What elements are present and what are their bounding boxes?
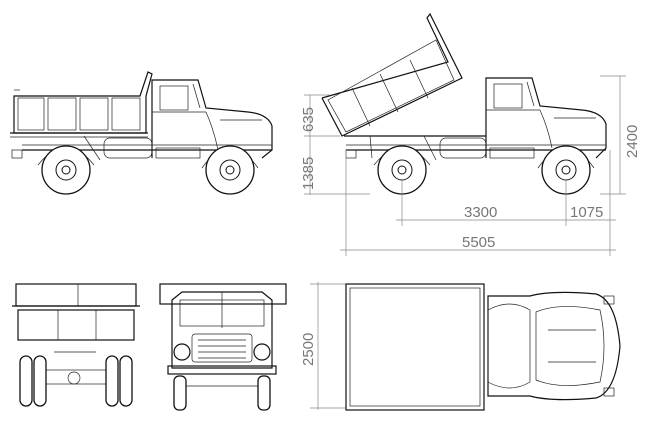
dim-tipper-height: 635 [300, 107, 317, 132]
dim-frame-height: 1385 [300, 157, 317, 190]
cab [151, 79, 273, 159]
side-view-body-lowered [10, 71, 273, 195]
dim-overall-width: 2500 [300, 333, 317, 366]
tipped-dump-body [321, 12, 463, 137]
dump-body [10, 71, 153, 138]
rear-view [12, 283, 140, 407]
side-view-body-raised: 635 1385 2400 3300 1075 5505 2500 [300, 12, 641, 410]
rear-wheel [37, 145, 95, 195]
dim-overall-length: 5505 [462, 234, 495, 251]
cab-raised-view [485, 77, 607, 159]
dimension-lines [304, 75, 626, 410]
dim-overall-height: 2400 [624, 125, 641, 158]
front-view [159, 283, 287, 411]
dim-wheelbase: 3300 [464, 204, 497, 221]
front-wheel-raised-view [537, 145, 595, 195]
front-wheel [201, 145, 259, 195]
dim-front-overhang: 1075 [570, 204, 603, 221]
top-view [345, 283, 621, 411]
